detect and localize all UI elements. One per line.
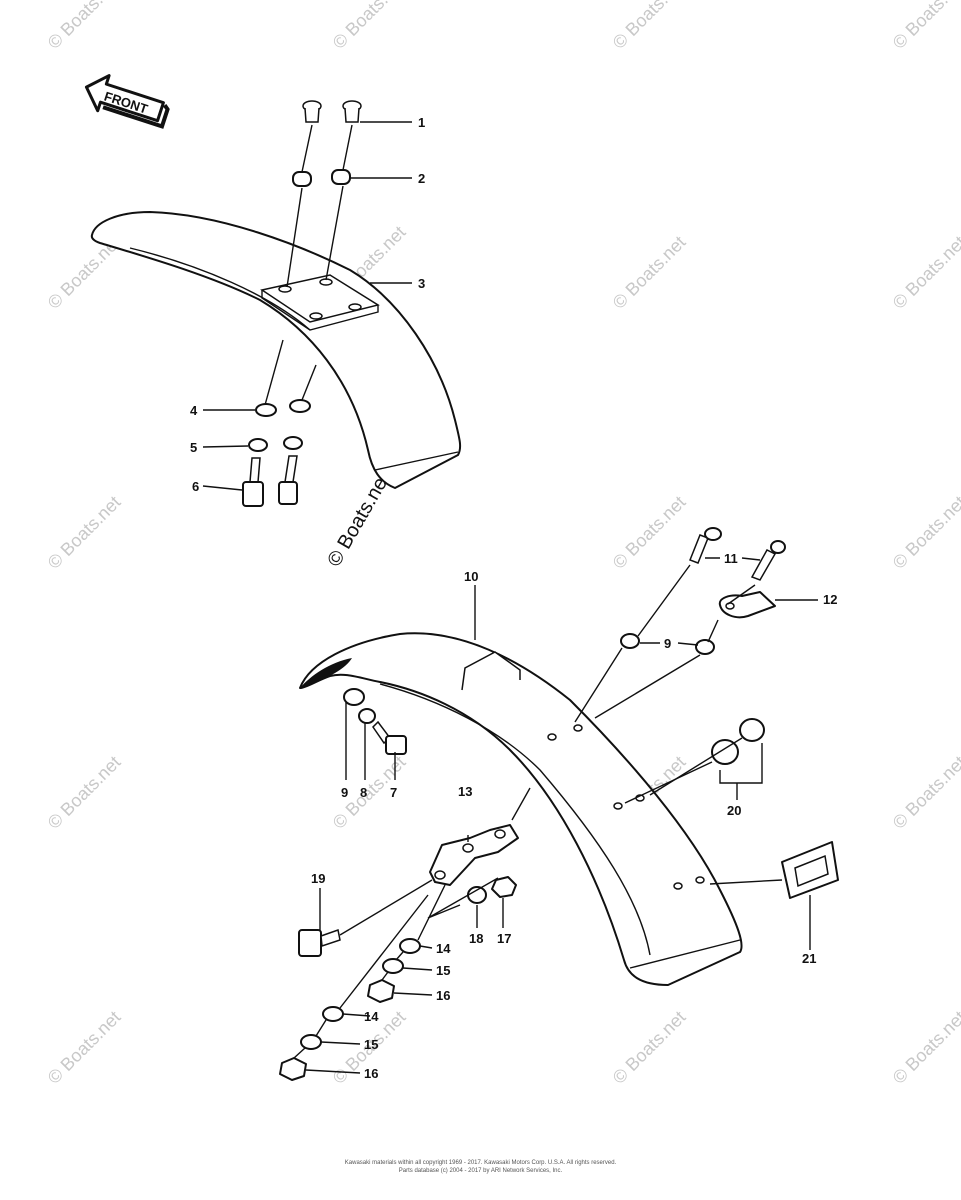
watermark: © Boats.net [889,1007,961,1088]
washer-9-right-b [695,639,715,655]
watermark: © Boats.net [44,492,125,573]
watermark: © Boats.net [609,1007,690,1088]
watermark-dark: © Boats.net [323,468,395,570]
lock-washer-15-lower [300,1034,322,1050]
watermark: © Boats.net [329,0,410,53]
washer-9-right-a [620,633,640,649]
callout-7: 7 [390,785,397,800]
bolt-1-right [342,100,362,123]
callout-15-lower: 15 [364,1037,378,1052]
callout-15-upper: 15 [436,963,450,978]
lock-washer-8 [358,708,376,724]
callout-8: 8 [360,785,367,800]
callout-14-lower: 14 [364,1009,379,1024]
rear-fender [299,632,743,986]
bolt-6-left [242,457,264,507]
nut-16-upper [367,979,395,1003]
front-fender-assembly [90,100,462,507]
callout-3: 3 [418,276,425,291]
watermark: © Boats.net [609,232,690,313]
callout-14-upper: 14 [436,941,451,956]
callout-9-right: 9 [664,636,671,651]
callout-16-lower: 16 [364,1066,378,1081]
callout-16-upper: 16 [436,988,450,1003]
watermark: © Boats.net [889,492,961,573]
database-credit-line: Parts database (c) 2004 - 2017 by ARI Ne… [398,1168,563,1174]
copyright-line: Kawasaki materials within all copyright … [344,1160,617,1166]
callout-4: 4 [190,403,198,418]
washer-14-upper [399,938,421,954]
nut-17 [491,876,517,898]
callout-5: 5 [190,440,197,455]
bracket-13 [429,824,519,886]
callout-17: 17 [497,931,511,946]
bolt-11-right [750,540,786,581]
front-fender [90,211,462,489]
watermark: © Boats.net [889,752,961,833]
front-arrow-icon: FRONT [84,74,170,129]
callout-11: 11 [724,551,738,566]
bolt-19 [298,879,433,957]
bracket-12 [718,591,776,619]
bolt-6-right [278,455,298,505]
rear-fender-assembly [279,527,839,1081]
callout-2: 2 [418,171,425,186]
callout-13: 13 [458,784,472,799]
lock-washer-5b [283,436,303,450]
watermark: © Boats.net [609,492,690,573]
washer-14-lower [322,1006,344,1022]
nut-16-lower [279,1057,307,1081]
lock-washer-5 [248,438,268,452]
callout-6: 6 [192,479,199,494]
callout-21: 21 [802,951,816,966]
lock-washer-15-upper [382,958,404,974]
callout-19: 19 [311,871,325,886]
callout-18: 18 [469,931,483,946]
callout-1: 1 [418,115,425,130]
watermark: © Boats.net [44,0,125,53]
watermark: © Boats.net [44,752,125,833]
bolt-1-left [302,100,322,123]
callout-9-left: 9 [341,785,348,800]
reflector-21 [709,841,839,950]
bolt-11-left [689,527,722,564]
washer-9-left [343,688,365,706]
watermark: © Boats.net [609,0,690,53]
turn-signal-20 [624,718,765,804]
callouts: 1 2 3 4 5 6 9 8 7 10 11 12 9 13 20 19 18… [190,115,837,1081]
watermark: © Boats.net [889,232,961,313]
bolt-7 [372,720,407,755]
washer-4b [289,399,311,413]
watermark: © Boats.net [889,0,961,53]
watermark: © Boats.net [44,1007,125,1088]
callout-10: 10 [464,569,478,584]
washer-4 [255,403,277,417]
callout-20: 20 [727,803,741,818]
callout-12: 12 [823,592,837,607]
